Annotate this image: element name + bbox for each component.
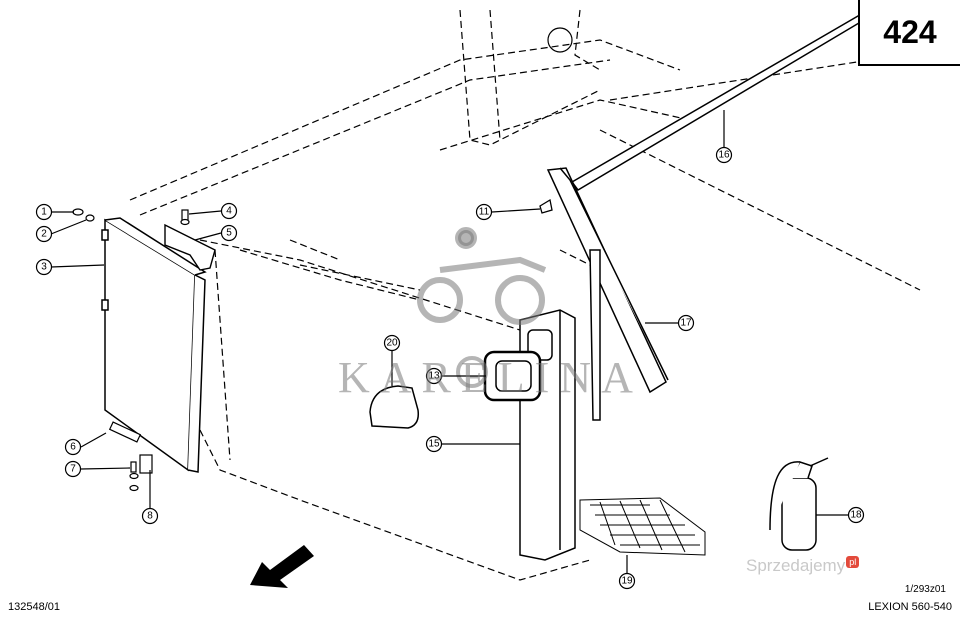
svg-text:5: 5 (226, 228, 232, 239)
callout-18: 18 (847, 506, 865, 524)
side-panel-part (101, 217, 207, 473)
svg-text:4: 4 (226, 206, 232, 217)
callout-3: 3 (35, 258, 53, 276)
page-number: 424 (858, 0, 960, 66)
rod-part (570, 13, 870, 191)
callout-1: 1 (35, 203, 53, 221)
vertical-duct-part (519, 309, 576, 561)
watermark-site-name: Sprzedajemy (746, 556, 846, 575)
svg-text:18: 18 (850, 510, 862, 521)
callout-2: 2 (35, 225, 53, 243)
watermark-site-badge: pl (846, 556, 860, 568)
tractor-watermark-icon (417, 227, 547, 325)
callout-8: 8 (141, 507, 159, 525)
svg-text:6: 6 (70, 442, 76, 453)
callout-20: 20 (383, 334, 401, 352)
svg-text:1: 1 (41, 207, 47, 218)
svg-text:7: 7 (70, 464, 76, 475)
callout-13: 13 (425, 367, 443, 385)
drawing-reference-left: 132548/01 (8, 601, 60, 613)
svg-text:19: 19 (621, 576, 633, 587)
machine-port-outline (547, 27, 573, 53)
svg-text:17: 17 (680, 318, 692, 329)
svg-text:11: 11 (479, 207, 490, 218)
svg-text:3: 3 (41, 262, 47, 273)
svg-text:15: 15 (428, 439, 440, 450)
bracket-part (164, 223, 216, 271)
callout-11: 11 (475, 203, 493, 221)
leader-lines (50, 110, 848, 573)
svg-text:8: 8 (147, 511, 153, 522)
callout-7: 7 (64, 460, 82, 478)
watermark-name: KARELINA (338, 353, 643, 402)
svg-text:13: 13 (428, 371, 440, 382)
direction-arrow-icon (250, 545, 314, 588)
machine-body-outline (129, 9, 921, 581)
drawing-reference-right: 1/293z01 (904, 584, 946, 595)
model-label: LEXION 560-540 (868, 601, 952, 613)
svg-text:2: 2 (41, 229, 47, 240)
watermark-gear-icon (456, 356, 488, 388)
svg-text:16: 16 (718, 150, 730, 161)
mesh-screen-part (579, 497, 706, 556)
callout-15: 15 (425, 435, 443, 453)
callout-16: 16 (715, 146, 733, 164)
callout-19: 19 (618, 572, 636, 590)
rail-part (546, 167, 669, 421)
fire-extinguisher-part (769, 457, 829, 551)
plug-part (539, 198, 553, 214)
cover-part (369, 385, 420, 429)
callout-5: 5 (220, 224, 238, 242)
callout-6: 6 (64, 438, 82, 456)
callout-4: 4 (220, 202, 238, 220)
callout-17: 17 (677, 314, 695, 332)
fasteners (72, 208, 190, 492)
svg-text:20: 20 (386, 338, 398, 349)
